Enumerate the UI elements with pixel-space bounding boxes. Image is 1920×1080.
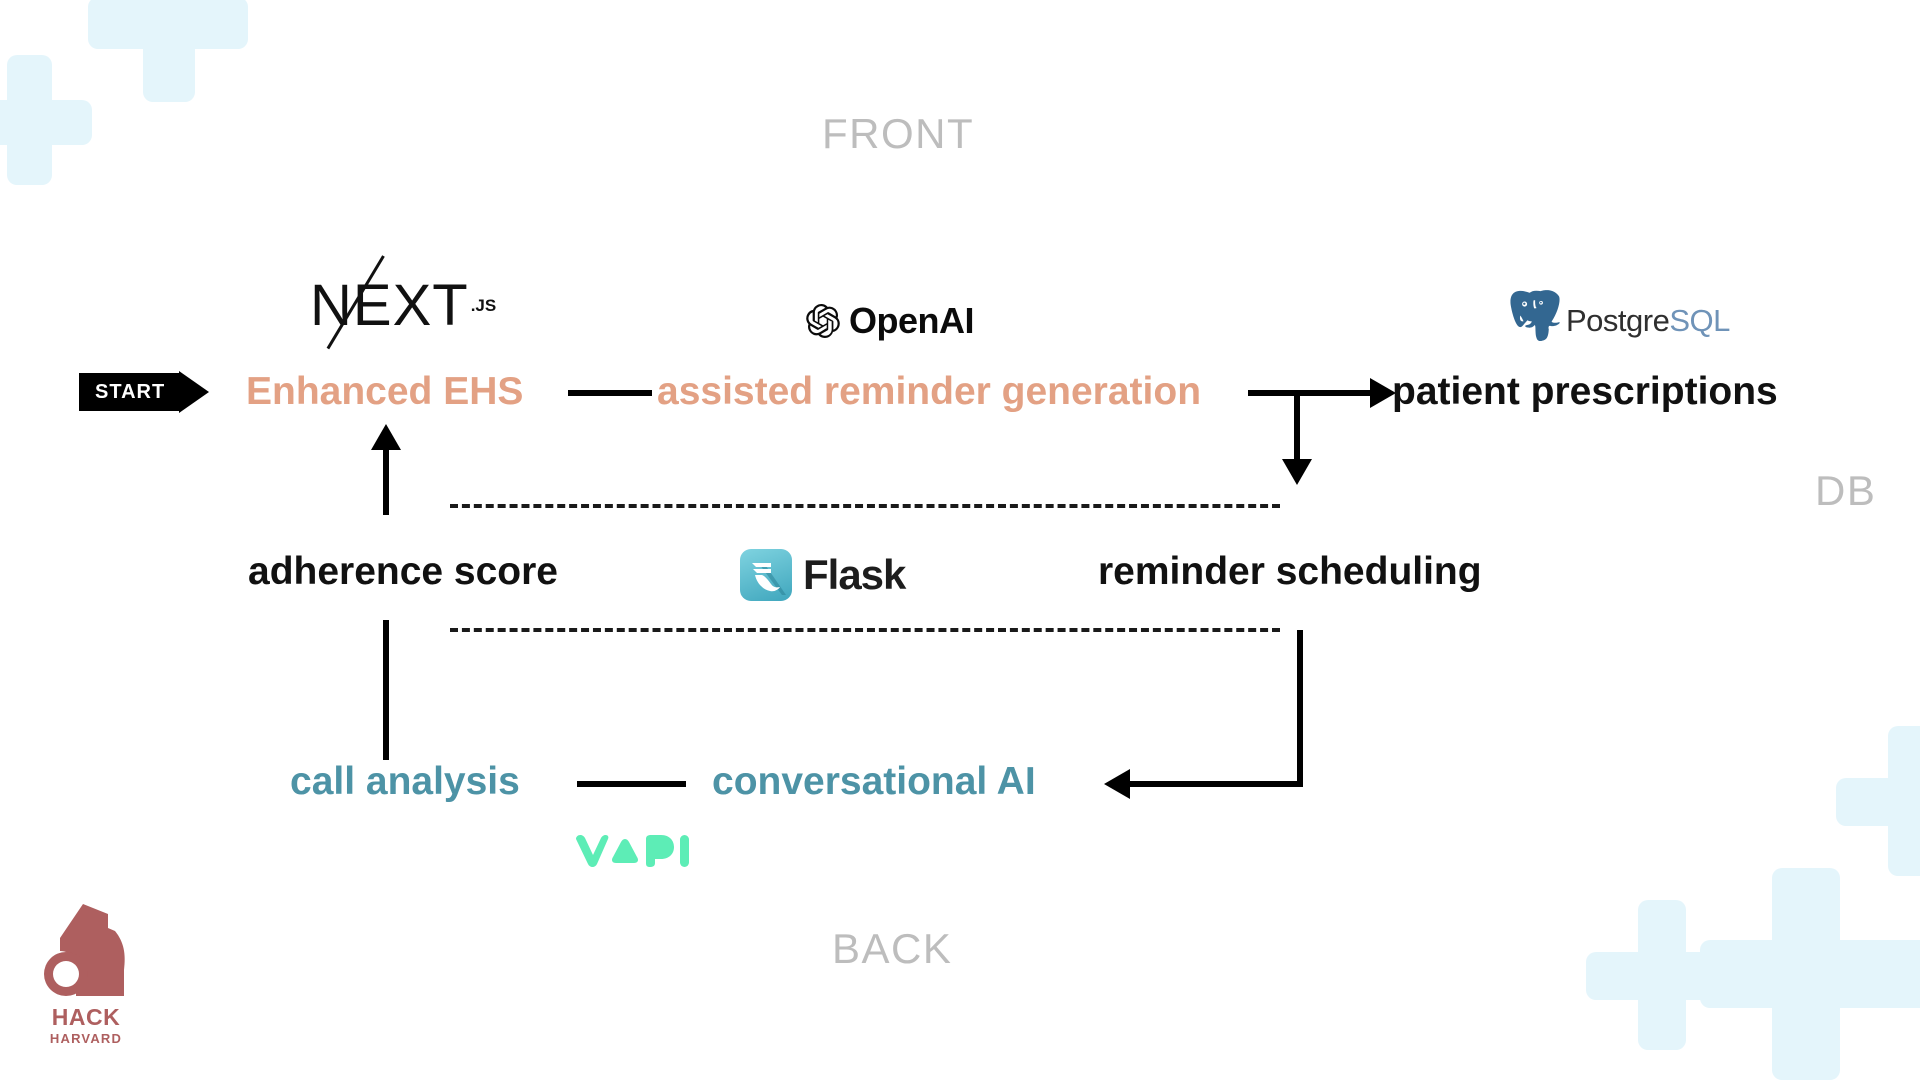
openai-mark-icon (806, 304, 840, 338)
connector-ehs-to-generation (568, 390, 652, 396)
arrowhead-up-to-ehs (371, 424, 401, 450)
hackharvard-wordmark-line2: HARVARD (49, 1031, 123, 1046)
vapi-logo (572, 833, 690, 879)
start-badge: START (79, 371, 210, 413)
connector-call-analysis-to-conversational-ai (577, 781, 686, 787)
zone-label-db: DB (1815, 467, 1877, 514)
decorative-cross-bottom-right-a (1836, 726, 1920, 876)
postgresql-logo-wordmark: PostgreSQL (1566, 303, 1730, 339)
openai-logo-wordmark: OpenAI (849, 300, 975, 341)
postgresql-elephant-icon (1510, 290, 1560, 342)
nextjs-logo-wordmark: NEXT (310, 273, 469, 338)
arrowhead-to-prescriptions (1370, 378, 1396, 408)
nextjs-logo-suffix: .JS (470, 295, 497, 315)
decorative-cross-top-left-small (0, 55, 92, 185)
postgresql-logo: PostgreSQL (1500, 290, 1730, 352)
nextjs-logo: NEXT .JS (310, 255, 497, 350)
decorative-cross-bottom-right-c (1700, 868, 1920, 1080)
start-badge-label: START (79, 373, 180, 411)
dashed-separator-lower (450, 628, 1280, 632)
arrowhead-down-to-db (1282, 459, 1312, 485)
arrowhead-to-conversational-ai (1104, 769, 1130, 799)
flask-mark-icon (740, 549, 792, 601)
node-call-analysis: call analysis (290, 760, 520, 803)
flask-logo: Flask (740, 549, 906, 601)
dashed-separator-upper (450, 504, 1280, 508)
node-reminder-scheduling: reminder scheduling (1098, 550, 1482, 593)
zone-label-back: BACK (832, 925, 953, 972)
flask-horn-icon (752, 563, 786, 595)
hackharvard-mark-icon (44, 904, 125, 996)
node-enhanced-ehs: Enhanced EHS (246, 370, 524, 413)
connector-scheduling-to-conversational-ai (1130, 781, 1303, 787)
start-badge-arrow-tip (179, 371, 210, 413)
hackharvard-logo: HACK HARVARD (36, 902, 136, 1045)
vapi-logo-mark (576, 835, 689, 867)
decorative-cross-top-left-large (88, 0, 248, 102)
node-conversational-ai: conversational AI (712, 760, 1036, 803)
connector-call-analysis-to-adherence (383, 620, 389, 760)
node-assisted-reminder-generation: assisted reminder generation (657, 370, 1202, 413)
postgresql-wordmark-dark: Postgre (1566, 303, 1670, 338)
connector-branch-down-to-db (1294, 390, 1300, 462)
connector-scheduling-down (1297, 630, 1303, 787)
decorative-cross-bottom-right-b (1586, 900, 1736, 1050)
connector-adherence-to-ehs (383, 437, 389, 515)
flask-logo-wordmark: Flask (803, 551, 906, 598)
postgresql-wordmark-blue: SQL (1669, 303, 1730, 338)
zone-label-front: FRONT (822, 110, 975, 157)
openai-logo: OpenAI (806, 300, 975, 342)
node-adherence-score: adherence score (248, 550, 559, 593)
hackharvard-wordmark-line1: HACK (51, 1004, 121, 1030)
connector-generation-to-prescriptions (1248, 390, 1372, 396)
node-patient-prescriptions: patient prescriptions (1392, 370, 1778, 413)
